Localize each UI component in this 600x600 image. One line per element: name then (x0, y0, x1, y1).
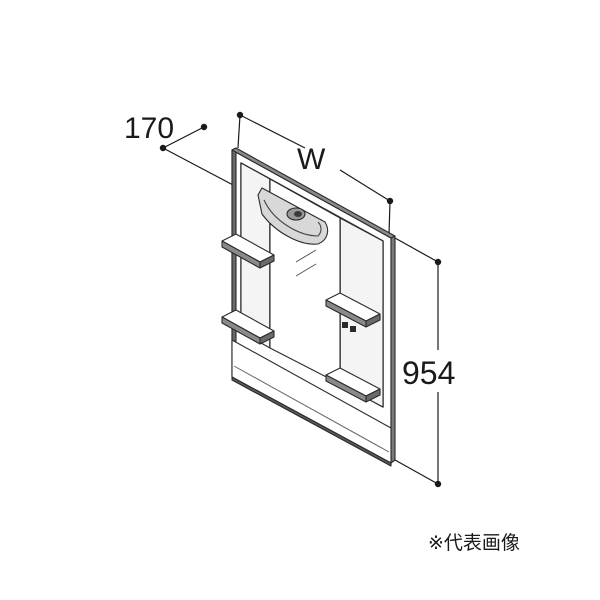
width-dot-right (386, 197, 394, 205)
right-upper-shelf-side (365, 313, 381, 328)
base-bottom-edge (231, 376, 392, 467)
depth-label: 170 (124, 112, 174, 145)
width-label: W (297, 143, 326, 176)
mirror-cabinet (221, 147, 396, 467)
representative-image-note: ※代表画像 (428, 532, 520, 554)
height-label: 954 (402, 355, 455, 391)
depth-dot-right (200, 123, 208, 131)
mirror-reflection-2 (295, 263, 317, 277)
width-extension-right (388, 200, 391, 236)
base-panel-shadow (233, 365, 390, 453)
width-dimension-line-a (239, 114, 306, 149)
dimension-lines (159, 111, 442, 488)
mirror-reflection-1 (295, 249, 317, 263)
width-dot-left (236, 111, 244, 119)
top-light-inner (263, 199, 322, 237)
height-extension-bottom (394, 459, 439, 485)
left-lower-shelf-side (259, 330, 275, 345)
depth-dimension-line (162, 126, 205, 149)
left-upper-shelf-side (259, 254, 275, 269)
outlet-1 (342, 322, 348, 328)
depth-dot-left (159, 144, 167, 152)
light-bulb-core (294, 211, 302, 217)
right-lower-shelf-side (365, 388, 381, 403)
width-dimension-line-b (339, 169, 391, 202)
height-extension-top (394, 237, 439, 263)
outlet-2 (350, 326, 356, 332)
height-dot-bottom (434, 480, 442, 488)
cabinet-right-edge (390, 235, 396, 464)
height-dot-top (434, 258, 442, 266)
width-extension-left (237, 114, 241, 149)
